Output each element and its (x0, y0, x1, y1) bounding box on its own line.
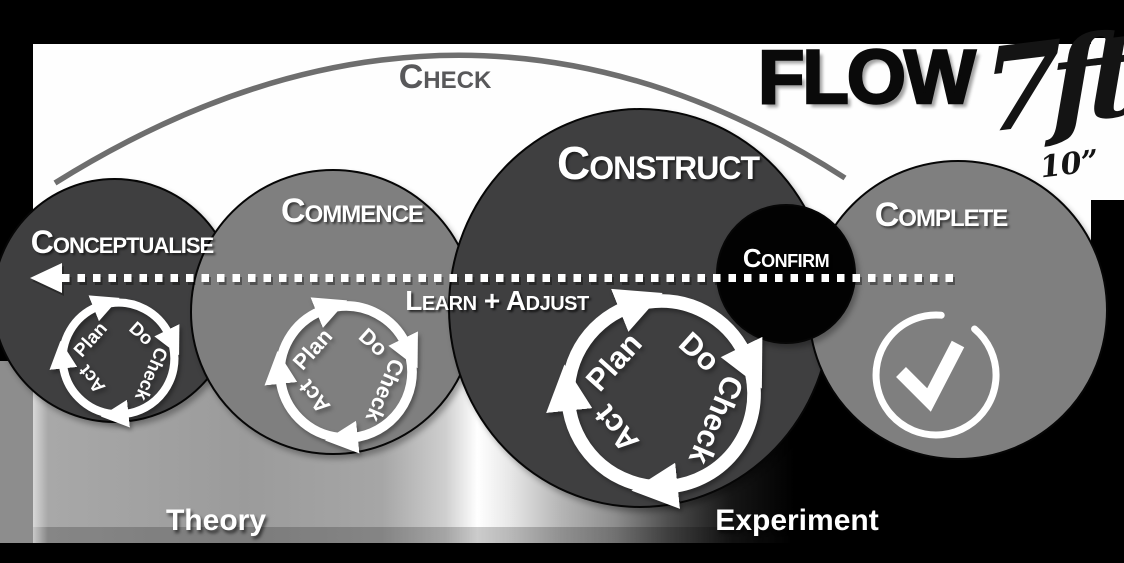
gradient-band-left-extension (0, 361, 33, 543)
check-arc-label: Check (398, 58, 492, 96)
pdca-act-label: Act (587, 398, 646, 459)
pdca-cycle-icon: Plan Do Check Act (49, 295, 180, 428)
check-circle-icon (872, 311, 1000, 439)
stage-label-complete: Complete (874, 196, 1009, 234)
pdca-cycle-icon: Plan Do Check Act (264, 297, 418, 454)
pdca-act-label: Act (74, 361, 109, 398)
pdca-check-arc (100, 346, 179, 428)
gradient-band-bottom-edge (33, 527, 1091, 543)
brand-logo-text: 7ft (981, 6, 1124, 161)
stage-circle-complete (808, 160, 1108, 460)
canvas-background-top-right (1091, 38, 1124, 200)
stage-label-confirm: Confirm (742, 243, 830, 273)
stage-label-commence: Commence (281, 192, 424, 230)
brand-logo-subtext: 10” (1038, 143, 1101, 186)
pdca-act-arc (49, 340, 114, 419)
stage-label-conceptualise: Conceptualise (30, 224, 214, 260)
pdca-check-label: Check (131, 344, 172, 404)
axis-label-experiment: Experiment (715, 504, 879, 537)
gradient-band-left-highlight (33, 361, 48, 543)
pdca-cycle-icon: Plan Do Check Act (546, 288, 763, 509)
pdca-check-label: Check (360, 355, 409, 426)
pdca-check-arc (631, 373, 761, 509)
pdca-check-label: Check (682, 370, 751, 470)
pdca-do-arc (647, 294, 763, 389)
pdca-check-arc (325, 357, 417, 454)
axis-label-theory: Theory (165, 504, 267, 537)
stage-label-construct: Construct (557, 137, 760, 189)
page-title: FLOW (757, 35, 977, 120)
pdca-do-arc (110, 298, 180, 356)
pdca-act-arc (264, 351, 340, 443)
feedback-arrow-label: Learn + Adjust (405, 285, 589, 316)
pdca-act-arc (546, 364, 653, 494)
pdca-do-arc (336, 301, 418, 369)
